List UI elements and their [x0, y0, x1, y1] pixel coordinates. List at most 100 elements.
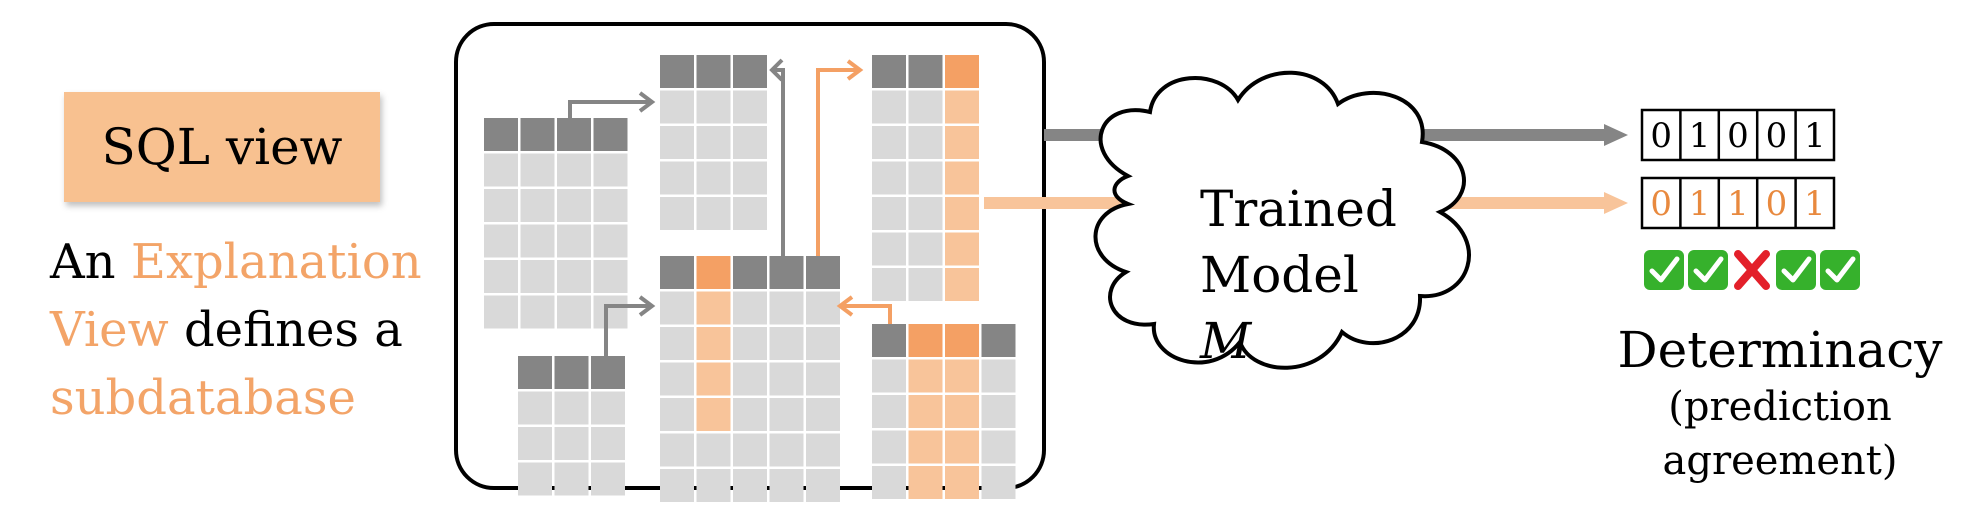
table-b-cell: [733, 90, 767, 124]
table-d-cell: [769, 327, 804, 360]
table-a-cell: [484, 224, 518, 258]
agreement-marks: [1644, 250, 1860, 290]
table-b-cell: [660, 90, 694, 124]
table-d-cell: [769, 362, 804, 396]
table-a-header-cell: [593, 118, 628, 151]
check-icon: [1776, 250, 1816, 290]
table-c-cell: [908, 90, 943, 124]
table-c-cell: [945, 126, 979, 159]
table-f-cell: [908, 395, 943, 428]
table-d-cell: [733, 433, 767, 467]
table-d-cell: [806, 291, 840, 325]
table-c-cell: [945, 161, 979, 195]
table-d-cell: [769, 398, 804, 431]
table-a-cell: [484, 295, 518, 329]
determinacy-label: Determinacy (prediction agreement): [1610, 320, 1950, 488]
table-c-cell: [908, 268, 943, 301]
table-d-cell: [660, 398, 694, 431]
tables-group: [484, 55, 1016, 502]
fk-arrow-line: [772, 68, 785, 256]
table-e-cell: [591, 462, 625, 496]
fk-arrow-line: [816, 68, 860, 256]
table-d-cell: [660, 291, 694, 325]
table-a-cell: [484, 153, 518, 187]
table-e-cell: [554, 427, 589, 460]
table-d-cell: [660, 362, 694, 396]
table-d-header-cell: [733, 256, 767, 289]
table-f-header-cell: [945, 324, 979, 357]
table-d-cell: [733, 362, 767, 396]
table-c-cell: [872, 90, 906, 124]
table-d-cell: [696, 327, 731, 360]
explanation-text: An Explanation View defines a subdatabas…: [50, 228, 430, 432]
table-f-cell: [908, 359, 943, 393]
table-c-cell: [945, 232, 979, 266]
table-a-cell: [593, 153, 628, 187]
table-c-cell: [945, 197, 979, 230]
table-d-cell: [733, 469, 767, 502]
table-a-cell: [557, 295, 591, 329]
table-c-cell: [872, 232, 906, 266]
table-f-cell: [945, 359, 979, 393]
determinacy-sub1: (prediction: [1668, 384, 1892, 430]
table-b-cell: [733, 126, 767, 159]
table-b-cell: [660, 161, 694, 195]
table-e-cell: [591, 391, 625, 425]
full-pred-digit: 0: [1766, 116, 1788, 156]
full-pred-box: [1640, 108, 1836, 162]
table-e-cell: [554, 391, 589, 425]
table-d-header-cell: [660, 256, 694, 289]
table-a-cell: [557, 224, 591, 258]
table-e-cell: [518, 462, 552, 496]
table-f-cell: [981, 466, 1016, 499]
table-d-cell: [696, 433, 731, 467]
table-b-cell: [660, 126, 694, 159]
fk-arrow-line: [604, 304, 652, 356]
view-pred-box: [1640, 176, 1836, 230]
table-a-cell: [520, 224, 555, 258]
table-e-cell: [518, 427, 552, 460]
view-pred-digit: 0: [1650, 184, 1672, 224]
expl-word-defines: defines a: [183, 302, 403, 358]
table-c-header-cell: [872, 55, 906, 88]
expl-word-an: An: [50, 234, 116, 290]
table-e-header-cell: [518, 356, 552, 389]
model-line2: Model: [1200, 246, 1359, 304]
table-f-cell: [908, 430, 943, 464]
table-e-cell: [554, 462, 589, 496]
table-f-cell: [872, 395, 906, 428]
view-pred-digit: 1: [1689, 184, 1711, 224]
model-cloud: [1093, 70, 1471, 370]
model-line1: Trained: [1200, 180, 1397, 238]
table-d-cell: [806, 433, 840, 467]
table-d-header-cell: [696, 256, 731, 289]
expl-word-subdatabase: subdatabase: [50, 370, 356, 426]
table-d-cell: [733, 291, 767, 325]
table-f-header-cell: [981, 324, 1016, 357]
table-c: [872, 55, 979, 301]
table-d-cell: [696, 398, 731, 431]
table-d-cell: [806, 398, 840, 431]
expl-word-view: View: [50, 302, 169, 358]
table-b: [660, 55, 767, 230]
fk-arrowhead: [638, 91, 656, 113]
table-a: [484, 118, 628, 329]
table-a-cell: [593, 260, 628, 293]
table-a-header-cell: [484, 118, 518, 151]
table-f-cell: [872, 466, 906, 499]
view-pred-digit: 1: [1727, 184, 1749, 224]
check-icon: [1820, 250, 1860, 290]
table-c-cell: [908, 161, 943, 195]
table-f: [872, 324, 1016, 499]
table-f-cell: [945, 466, 979, 499]
table-d-cell: [769, 433, 804, 467]
table-b-header-cell: [696, 55, 731, 88]
table-c-header-cell: [945, 55, 979, 88]
table-d-cell: [769, 469, 804, 502]
table-b-cell: [733, 161, 767, 195]
sql-view-box: SQL view: [64, 92, 380, 202]
determinacy-title: Determinacy: [1617, 321, 1943, 379]
foreign-key-arrows: [568, 58, 892, 356]
fk-arrowhead: [836, 295, 854, 317]
